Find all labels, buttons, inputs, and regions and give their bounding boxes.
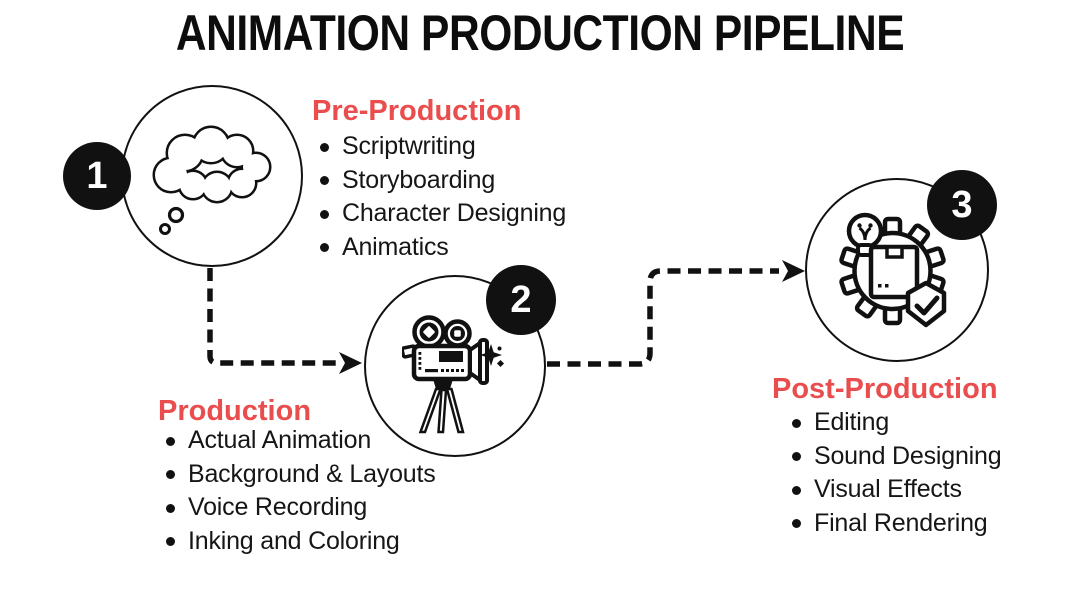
list-item: Actual Animation xyxy=(158,424,436,458)
stage-number: 1 xyxy=(86,154,108,197)
stage-1-circle xyxy=(121,85,303,267)
connector-stage2-stage3 xyxy=(547,268,779,367)
stage-2-heading: Production xyxy=(158,395,312,427)
arrowhead-icon xyxy=(339,352,362,374)
thought-cloud-icon xyxy=(152,125,272,235)
list-item: Inking and Coloring xyxy=(158,525,436,559)
stage-3-items: Editing Sound Designing Visual Effects F… xyxy=(772,406,1002,541)
arrowhead-icon xyxy=(782,260,805,282)
connector-stage1-stage2 xyxy=(207,268,336,366)
stage-3-heading: Post-Production xyxy=(772,373,998,405)
package-icon xyxy=(868,244,920,300)
list-item: Final Rendering xyxy=(772,507,1001,541)
gear-package-check-icon xyxy=(839,212,947,328)
stage-number: 2 xyxy=(510,278,532,321)
stage-2-items: Actual Animation Background & Layouts Vo… xyxy=(158,424,436,558)
stage-2-panel: Production Actual Animation Background &… xyxy=(158,394,436,558)
list-item: Voice Recording xyxy=(158,491,436,525)
stage-number: 3 xyxy=(951,183,973,226)
list-item: Visual Effects xyxy=(772,473,1001,507)
list-item: Character Designing xyxy=(312,197,566,231)
list-item: Editing xyxy=(772,406,1001,440)
stage-item-label: Actual Animation xyxy=(188,426,372,454)
film-camera-icon xyxy=(402,315,505,434)
stage-1-panel: Pre-Production Scriptwriting Storyboardi… xyxy=(312,94,566,264)
list-item: Animatics xyxy=(312,231,566,265)
shield-check-icon xyxy=(905,280,947,328)
lightbulb-icon xyxy=(846,212,884,257)
stage-1-items: Scriptwriting Storyboarding Character De… xyxy=(312,130,566,264)
stage-item-label: Voice Recording xyxy=(188,493,368,522)
page-title: ANIMATION PRODUCTION PIPELINE xyxy=(175,5,905,61)
stage-1-heading: Pre-Production xyxy=(312,95,522,127)
stage-item-label: Final Rendering xyxy=(814,508,988,537)
stage-item-label: Sound Designing xyxy=(814,441,1002,470)
stage-item-label: Animatics xyxy=(342,232,449,261)
stage-3-circle xyxy=(805,178,989,362)
stage-item-label: Scriptwriting xyxy=(342,132,476,160)
list-item: Storyboarding xyxy=(312,164,566,198)
stage-3-number-badge: 3 xyxy=(927,170,997,240)
stage-1-number-badge: 1 xyxy=(63,142,131,210)
stage-item-label: Storyboarding xyxy=(342,165,496,194)
list-item: Sound Designing xyxy=(772,440,1002,474)
stage-item-label: Background & Layouts xyxy=(188,459,436,488)
stage-2-number-badge: 2 xyxy=(486,265,556,335)
list-item: Scriptwriting xyxy=(312,130,566,164)
stage-item-label: Editing xyxy=(814,408,890,436)
sparkle-icon xyxy=(480,344,505,368)
stage-item-label: Visual Effects xyxy=(814,475,962,504)
stage-item-label: Character Designing xyxy=(342,199,567,228)
stage-item-label: Inking and Coloring xyxy=(188,526,400,555)
list-item: Background & Layouts xyxy=(158,458,436,492)
stage-3-panel: Post-Production Editing Sound Designing … xyxy=(772,372,1002,541)
